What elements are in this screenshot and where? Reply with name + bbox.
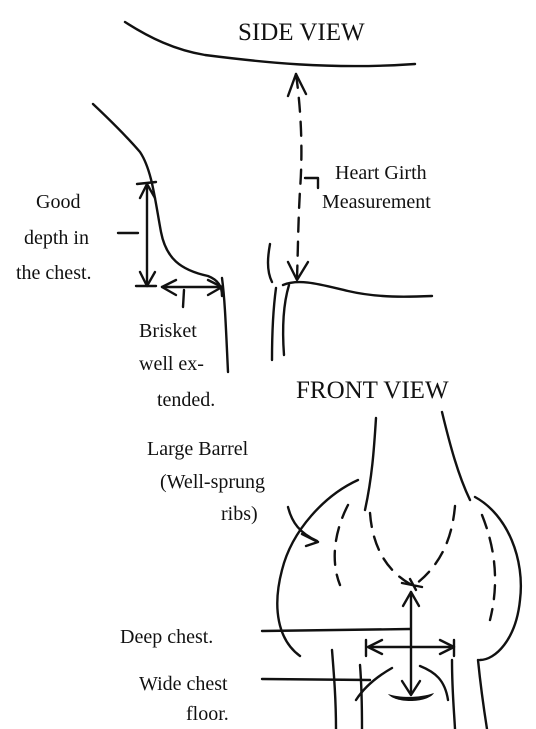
- side-chest-leg-outline: [222, 278, 228, 372]
- front-right-leg-outer: [478, 660, 487, 729]
- front-left-leg-outer: [332, 650, 336, 729]
- side-leg-rear-outline: [283, 285, 289, 355]
- heart-girth-leader: [305, 178, 318, 188]
- side-view-title: SIDE VIEW: [238, 19, 365, 46]
- side-neck-outline: [93, 104, 222, 296]
- brisket-leader: [183, 290, 184, 307]
- front-view: FRONT VIEW: [262, 377, 521, 729]
- front-left-leg-inner: [360, 665, 362, 729]
- side-belly-outline: [283, 282, 432, 297]
- chest-depth-label: Good depth in the chest.: [16, 191, 94, 284]
- side-leg-front-outline: [272, 288, 276, 360]
- front-neck-right-outline: [442, 412, 470, 500]
- front-view-title: FRONT VIEW: [296, 377, 449, 404]
- front-neck-left-outline: [365, 418, 376, 510]
- barrel-label: Large Barrel (Well-sprung ribs): [147, 438, 270, 525]
- front-right-barrel-outline: [475, 497, 521, 660]
- barrel-arrow: [288, 507, 317, 541]
- side-front-leg-outline: [268, 244, 272, 282]
- front-left-shoulder-dashed: [335, 505, 348, 585]
- front-chest-right-dashed: [416, 506, 455, 584]
- front-chest-left-dashed: [370, 513, 410, 584]
- front-right-shoulder-dashed: [482, 515, 495, 620]
- wide-floor-leader: [262, 679, 370, 680]
- barrel-arrow-head: [302, 534, 318, 546]
- heart-girth-label: Heart Girth Measurement: [322, 162, 432, 213]
- wide-floor-label: Wide chest floor.: [139, 673, 233, 725]
- deep-chest-leader: [262, 629, 410, 631]
- heart-girth-dashed-line: [296, 74, 301, 278]
- front-right-leg-inner: [452, 660, 455, 729]
- deep-chest-label: Deep chest.: [120, 626, 213, 648]
- brisket-label: Brisket well ex- tended.: [139, 320, 215, 411]
